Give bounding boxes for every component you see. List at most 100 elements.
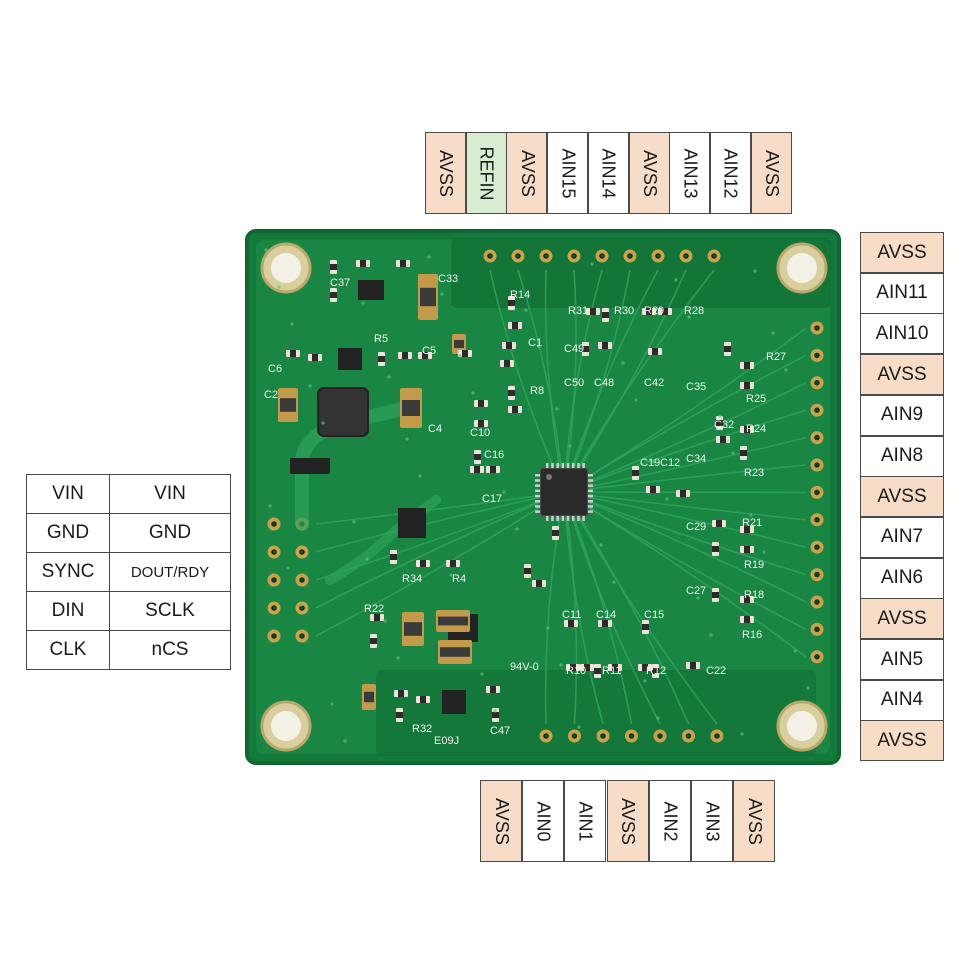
via: [330, 702, 334, 706]
bottom-pin-avss: AVSS: [606, 780, 649, 862]
via: [396, 656, 400, 660]
via: [537, 345, 541, 349]
bottom-pin-ain2: AIN2: [648, 780, 691, 862]
right-pin-avss: AVSS: [860, 720, 944, 762]
silkscreen-label: C6: [268, 363, 282, 375]
header-hole: [711, 253, 717, 259]
via: [480, 672, 484, 676]
header-hole: [271, 577, 277, 583]
pcb-trace: [563, 269, 715, 493]
via: [383, 619, 387, 623]
chip-lead: [572, 516, 575, 521]
smd-body: [642, 664, 648, 671]
via: [709, 633, 713, 637]
top-pin-ain15: AIN15: [547, 132, 589, 214]
capacitor-body: [364, 691, 374, 703]
silkscreen-label: C11: [562, 609, 581, 621]
via: [352, 520, 356, 524]
silkscreen-label: R34: [402, 573, 422, 585]
smd-body: [390, 554, 397, 560]
pcb-trace: [544, 491, 565, 725]
chip-lead: [566, 463, 570, 468]
pin-label: AVSS: [877, 729, 927, 751]
header-hole: [299, 605, 305, 611]
pin-label: AIN12: [720, 147, 741, 199]
chip-lead: [588, 484, 593, 487]
pin-label: AVSS: [744, 797, 765, 845]
chip-lead: [582, 463, 585, 468]
via: [784, 368, 788, 372]
silkscreen-label: R18: [744, 589, 764, 601]
pcb-trace: [563, 464, 807, 493]
smd-body: [652, 348, 658, 355]
smd-body: [378, 356, 385, 362]
via: [374, 338, 378, 342]
silkscreen-label: R4: [452, 573, 466, 585]
via: [418, 474, 422, 478]
pin-label: AVSS: [491, 797, 512, 845]
silkscreen-label: C16: [484, 449, 504, 461]
pin-label: AIN5: [880, 648, 924, 670]
smd-body: [744, 616, 750, 623]
chip-lead: [588, 474, 593, 477]
pin-label: AVSS: [877, 241, 927, 263]
smd-body: [508, 300, 515, 306]
via: [731, 451, 735, 455]
chip-lead: [535, 474, 540, 477]
pin-label: AIN14: [598, 147, 619, 199]
via: [308, 384, 312, 388]
via: [286, 566, 290, 570]
capacitor-body: [438, 616, 468, 626]
silkscreen-label: C29: [686, 521, 706, 533]
via: [740, 732, 744, 736]
interface-pin-din: DIN: [26, 591, 110, 631]
silkscreen-label: R25: [746, 393, 766, 405]
header-hole: [271, 633, 277, 639]
smd-body: [568, 620, 574, 627]
silkscreen-label: R22: [364, 603, 384, 615]
chip-lead: [566, 516, 570, 521]
smd-body: [642, 624, 649, 630]
right-pin-ain6: AIN6: [860, 557, 944, 599]
via: [471, 391, 475, 395]
silkscreen-label: R24: [746, 423, 766, 435]
right-pin-ain8: AIN8: [860, 435, 944, 477]
chip-lead: [588, 505, 593, 508]
pin-label: AVSS: [517, 149, 538, 197]
pcb-trace: [563, 491, 690, 725]
silkscreen-label: R21: [742, 517, 762, 529]
via: [321, 421, 325, 425]
silkscreen-label: C47: [490, 725, 510, 737]
top-pin-ain12: AIN12: [709, 132, 751, 214]
via: [440, 292, 444, 296]
regulator-chip: [358, 280, 384, 300]
capacitor-body: [402, 400, 420, 416]
pcb-trace: [563, 491, 604, 725]
smd-body: [612, 664, 618, 671]
smd-body: [312, 354, 318, 361]
via: [599, 543, 603, 547]
smd-body: [594, 668, 601, 674]
smd-body: [724, 346, 731, 352]
smd-body: [490, 466, 496, 473]
smd-body: [720, 436, 726, 443]
smd-body: [740, 450, 747, 456]
pcb-trace: [563, 382, 807, 493]
header-hole: [299, 577, 305, 583]
chip-lead: [546, 463, 549, 468]
smd-body: [690, 662, 696, 669]
smd-body: [650, 486, 656, 493]
header-hole: [543, 253, 549, 259]
via: [493, 709, 497, 713]
silkscreen-label: R11: [602, 665, 621, 677]
smd-body: [330, 264, 337, 270]
smd-body: [400, 260, 406, 267]
power-trace: [325, 495, 441, 585]
via: [277, 285, 281, 289]
interface-pin-clk: CLK: [26, 630, 110, 670]
right-pin-ain4: AIN4: [860, 679, 944, 721]
interface-pin-dout-rdy: DOUT/RDY: [109, 552, 231, 592]
